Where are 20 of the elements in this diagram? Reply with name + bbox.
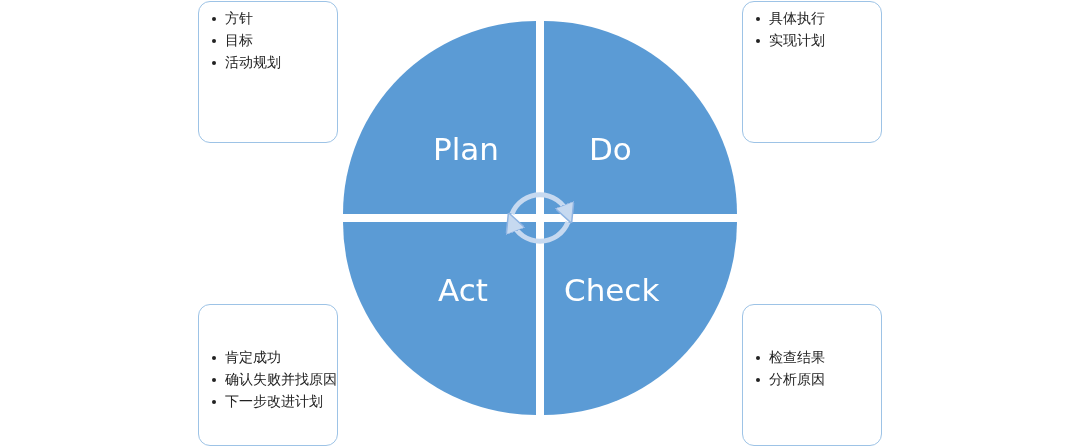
phase-label: Do [589,131,632,167]
note-box [198,304,338,446]
bullet-item: 具体执行 [769,10,825,26]
bullet-item: 肯定成功 [225,349,281,365]
bullet-item: 检查结果 [769,349,825,365]
bullet-item: 活动规划 [225,54,281,70]
bullet-item: 确认失败并找原因 [225,371,337,387]
cycle-arrow [506,212,571,244]
note-box [198,1,338,143]
bullet-item: 实现计划 [769,32,825,48]
bullet-item: 下一步改进计划 [225,393,323,409]
bullet-item: 分析原因 [769,371,825,387]
phase-label: Plan [433,131,499,167]
bullet-item: 目标 [225,32,253,48]
phase-label: Act [438,272,488,308]
phase-label: Check [564,272,660,308]
note-box [742,304,882,446]
cycle-arrow [509,192,574,224]
bullet-item: 方针 [225,10,253,26]
note-box [742,1,882,143]
